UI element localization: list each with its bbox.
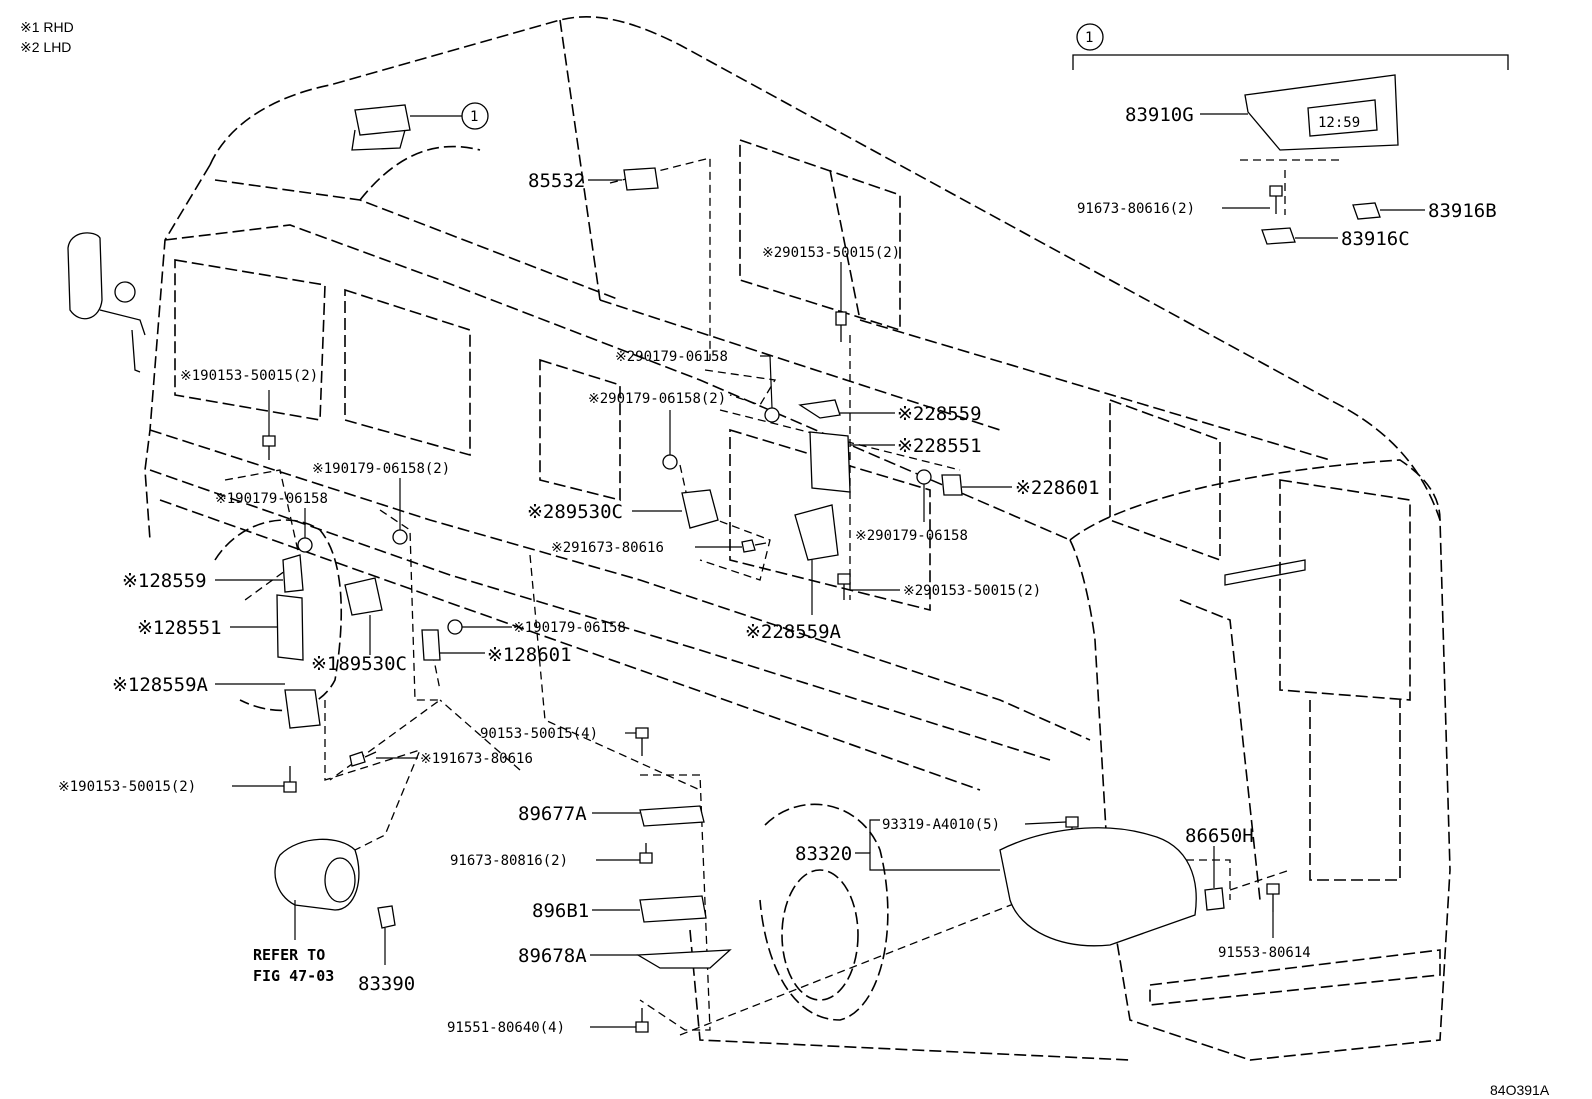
part-label: 91673-80616(2) <box>1077 201 1195 217</box>
part-label: ※290179-06158 <box>615 349 728 365</box>
part-label: 85532 <box>528 170 585 192</box>
sensor-89530c-rhd <box>344 577 383 616</box>
part-label: ※228559A <box>745 621 842 643</box>
part-label: ※228559 <box>897 403 982 425</box>
buzzer-86650h <box>1204 887 1225 911</box>
part-label: 896B1 <box>532 900 589 922</box>
part-label: ※190153-50015(2) <box>180 368 318 384</box>
legend-lhd: ※2 LHD <box>20 39 71 55</box>
ecu-28551-lhd <box>809 431 851 493</box>
component-shapes <box>262 74 1399 1033</box>
part-label: 93319-A4010(5) <box>882 817 1000 833</box>
part-label: 83916C <box>1341 228 1410 250</box>
plate-83916b <box>1352 202 1381 220</box>
callout-circle <box>1076 23 1104 51</box>
bracket-28559a-rhd <box>284 689 321 729</box>
part-label: ※190153-50015(2) <box>58 779 196 795</box>
bracket-89678a <box>635 949 732 969</box>
nut-icon <box>916 469 932 485</box>
callout-label: 1 <box>1085 30 1093 46</box>
bolt-icon <box>837 573 851 600</box>
module-896b1 <box>639 895 707 923</box>
clock-display <box>1307 99 1378 137</box>
bolt-icon <box>741 539 767 553</box>
part-label: ※128559A <box>112 674 209 696</box>
part-label: 91551-80640(4) <box>447 1020 565 1036</box>
part-label: ※190179-06158(2) <box>312 461 450 477</box>
part-label: ※128559 <box>122 570 207 592</box>
part-label: 83320 <box>795 843 852 865</box>
bracket-28559a-lhd <box>794 504 839 561</box>
part-label: ※190179-06158 <box>215 491 328 507</box>
part-label: 89677A <box>518 803 587 825</box>
figure-id: 84O391A <box>1490 1082 1550 1098</box>
part-label: ※290179-06158 <box>855 528 968 544</box>
part-label: 90153-50015(4) <box>480 726 598 742</box>
part-label: 86650H <box>1185 825 1254 847</box>
legend-rhd: ※1 RHD <box>20 19 74 35</box>
callout-bracket <box>1072 54 1509 70</box>
bracket-89677a <box>639 805 705 827</box>
nut-icon <box>392 529 408 545</box>
connector-85532 <box>623 167 659 191</box>
bolt-icon <box>1269 185 1283 214</box>
part-label: 83910G <box>1125 104 1194 126</box>
plate-83916c <box>1261 227 1296 245</box>
part-label: ※290153-50015(2) <box>903 583 1041 599</box>
refer-to-line1: REFER TO <box>253 946 325 964</box>
part-label: 83390 <box>358 973 415 995</box>
ecu-28551-rhd <box>276 594 304 661</box>
roof-clock-housing <box>354 104 411 136</box>
part-label: 89678A <box>518 945 587 967</box>
side-mirror <box>67 232 146 373</box>
part-label: ※190179-06158 <box>513 620 626 636</box>
nut-icon <box>297 537 313 553</box>
leader-lines <box>215 113 1425 1028</box>
part-label: ※128551 <box>137 617 222 639</box>
bus-body-outline <box>144 16 1451 1061</box>
part-label: ※191673-80616 <box>420 751 533 767</box>
bolt-icon <box>635 1008 649 1033</box>
bracket-28559-rhd <box>282 554 304 593</box>
part-label: ※291673-80616 <box>551 540 664 556</box>
sensor-89530c-lhd <box>681 489 719 529</box>
bolt-icon <box>283 766 297 793</box>
bolt-icon <box>1266 883 1280 912</box>
part-label: ※290179-06158(2) <box>588 391 726 407</box>
nut-icon <box>662 454 678 470</box>
bolt-icon <box>349 751 377 767</box>
part-label: ※128601 <box>487 644 572 666</box>
nut-icon <box>447 619 463 635</box>
bracket-28559-lhd <box>798 399 841 419</box>
bolt-icon <box>639 843 653 864</box>
bulb-83390 <box>377 905 396 929</box>
cover-83320 <box>999 827 1197 947</box>
bolt-icon <box>835 311 847 342</box>
part-label: ※289530C <box>527 501 623 523</box>
relay-28601-rhd <box>421 629 441 661</box>
part-label: 91673-80816(2) <box>450 853 568 869</box>
callout-label: 1 <box>470 109 478 125</box>
bolt-icon <box>635 727 649 756</box>
part-label: ※189530C <box>311 653 407 675</box>
clock-display-readout: 12:59 <box>1318 115 1360 131</box>
relay-28601-lhd <box>941 474 963 496</box>
part-label: ※228601 <box>1015 477 1100 499</box>
bolt-icon <box>262 435 276 460</box>
part-label: 91553-80614 <box>1218 945 1311 961</box>
part-label: ※228551 <box>897 435 982 457</box>
refer-to-line2: FIG 47-03 <box>253 967 334 985</box>
part-label: 83916B <box>1428 200 1497 222</box>
nut-icon <box>764 407 780 423</box>
part-label: ※290153-50015(2) <box>762 245 900 261</box>
